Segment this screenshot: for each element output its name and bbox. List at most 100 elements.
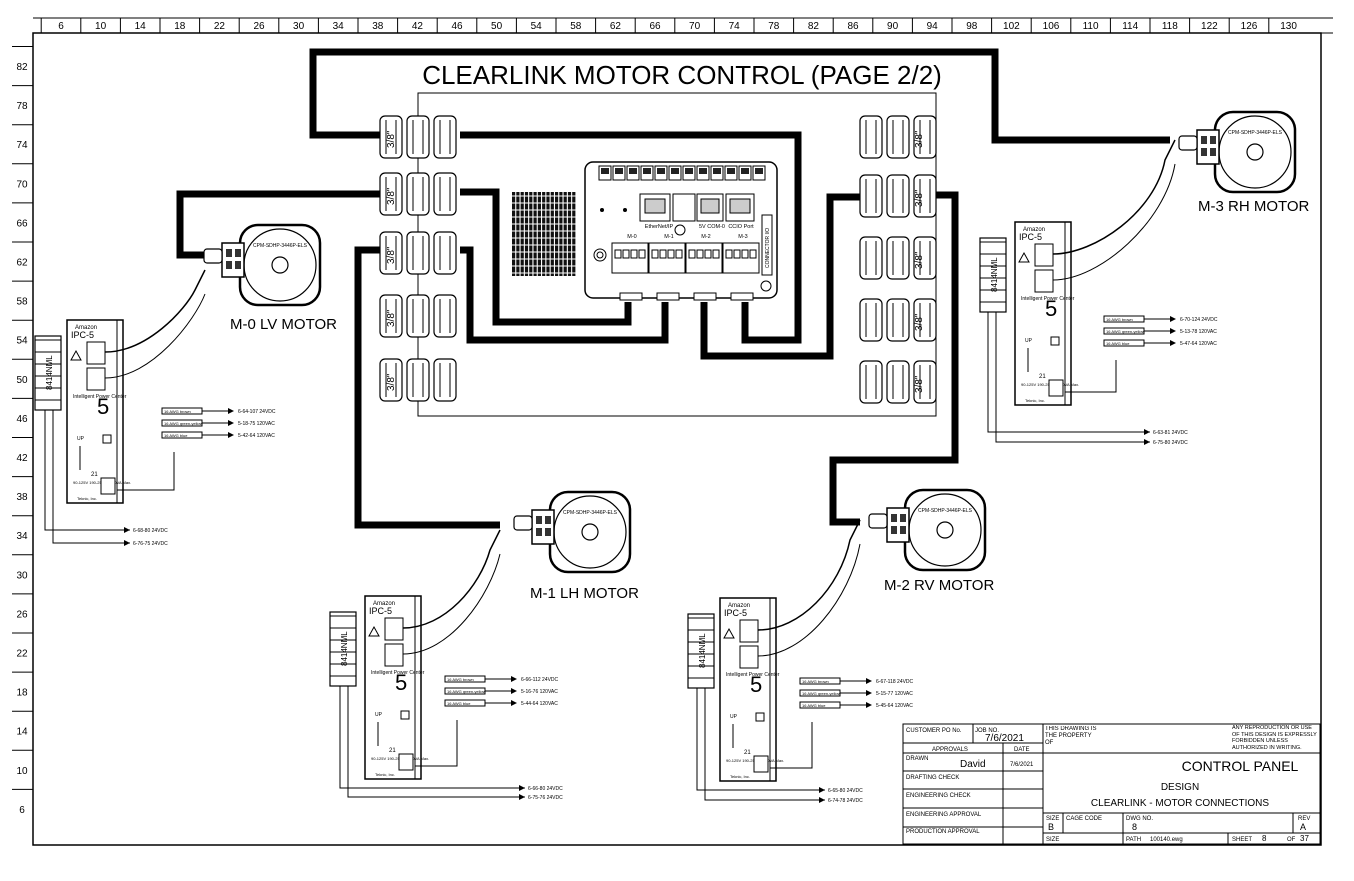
ruler-left-label: 42 [16, 453, 28, 464]
motor-power-cable [1052, 163, 1176, 281]
gland-nut [859, 236, 883, 280]
motor-model: CPM-SDHP-3446P-ELS [918, 508, 973, 514]
ccio-jack [729, 198, 751, 214]
ruler-top-label: 18 [174, 21, 186, 32]
motor-port-pin [749, 249, 757, 259]
ruler-top-label: 10 [95, 21, 107, 32]
connector-pin [900, 526, 906, 534]
gland-size-label: 3/8" [914, 189, 925, 207]
dc-wire [347, 686, 525, 798]
cable-ctrl-m3 [460, 131, 802, 344]
wire-label: 16 AWG green-yellow [447, 689, 486, 694]
dc-ref: 6-66-80 24VDC [528, 786, 563, 792]
wire-label: 16 AWG brown [164, 409, 191, 414]
ipc-maker: Teknic, Inc. [1025, 398, 1045, 403]
ruler-top-label: 106 [1043, 21, 1060, 32]
motor-power-cable [104, 269, 206, 353]
gland-nut [406, 115, 430, 159]
tb-project: CONTROL PANEL [1182, 758, 1299, 774]
terminal-block [542, 192, 546, 276]
ruler-top-label: 70 [689, 21, 701, 32]
ruler-left-label: 18 [16, 688, 28, 699]
dc-wire [995, 312, 1150, 443]
gland-nut [433, 172, 457, 216]
ruler-top-label: 86 [847, 21, 859, 32]
tb-rev: A [1300, 822, 1306, 832]
connector-pin [235, 261, 241, 269]
ref-arrow-icon [124, 540, 130, 546]
controller-motor-ports [611, 242, 760, 301]
fan-module [979, 237, 1007, 313]
wire-ref: 6-64-107 24VDC [238, 409, 276, 415]
warning-icon [1018, 251, 1030, 263]
terminal-block [563, 192, 567, 276]
gland-size-label: 3/8" [914, 313, 925, 331]
motor-cable-clip [730, 292, 754, 301]
connector-pin [235, 249, 241, 257]
motor-cable-clip [656, 292, 680, 301]
ruler-top-label: 34 [333, 21, 345, 32]
wire-ref: 5-47-64 120VAC [1180, 341, 1217, 347]
wire-label: 16 AWG brown [447, 677, 474, 682]
ruler-left-label: 50 [16, 375, 28, 386]
ipc-maker: Teknic, Inc. [730, 774, 750, 779]
dc-wire [339, 686, 525, 789]
tb-drawing: CLEARLINK - MOTOR CONNECTIONS [1091, 798, 1269, 809]
connector-pin [226, 249, 232, 257]
wire-ref: 5-16-76 120VAC [521, 689, 558, 695]
io-terminal-screw [727, 168, 735, 174]
fan-module [687, 613, 715, 689]
ipc-maker: Teknic, Inc. [77, 496, 97, 501]
terminal-block [516, 192, 520, 276]
motor-port-pin [675, 249, 683, 259]
ipc-model: IPC-5 [1019, 232, 1042, 242]
ipc-terminal-top [1034, 243, 1054, 267]
connector-pin [536, 528, 542, 536]
dc-ref: 6-74-78 24VDC [828, 798, 863, 804]
ipc-brand: Amazon [1023, 227, 1045, 233]
ruler-top-label: 98 [966, 21, 978, 32]
warning-icon [723, 627, 735, 639]
ruler-left-label: 66 [16, 218, 28, 229]
cable-gland: 3/8" [379, 115, 457, 159]
ipc-terminal-mid [384, 643, 404, 667]
ccio-label: CCIO Port [728, 224, 754, 230]
ruler-left-label: 62 [16, 258, 28, 269]
gland-size-label: 3/8" [386, 246, 397, 264]
connector-pin [1210, 148, 1216, 156]
ipc-terminal-mid [739, 645, 759, 669]
ipc-led [755, 712, 765, 722]
io-terminal-screw [601, 168, 609, 174]
ipc-terminal-mid [86, 367, 106, 391]
motor-model: CPM-SDHP-3446P-ELS [563, 510, 618, 516]
ipc-21: 21 [389, 748, 396, 754]
wire-ref: 5-44-64 120VAC [521, 701, 558, 707]
terminal-block [567, 192, 572, 276]
motor-connector [531, 509, 555, 545]
io-terminal-screw [671, 168, 679, 174]
ipc-num: 5 [1045, 296, 1057, 321]
controller-screw-1 [600, 208, 604, 212]
clearlink-controller: EtherNet/IP 5V COM-0 CCIO Port M-0 M-1 M… [584, 161, 778, 301]
wire-ref: 5-18-75 120VAC [238, 421, 275, 427]
m1-port-label: M-1 [664, 234, 673, 240]
io-terminal-screw [713, 168, 721, 174]
terminal-block [512, 192, 516, 276]
gland-nut [433, 231, 457, 275]
ruler-left-label: 78 [16, 101, 28, 112]
ruler-top-label: 22 [214, 21, 226, 32]
ipc-num: 5 [395, 670, 407, 695]
page-title: CLEARLINK MOTOR CONTROL (PAGE 2/2) [422, 60, 942, 90]
ruler-top-label: 94 [927, 21, 939, 32]
terminal-block [559, 192, 563, 276]
gland-nut [406, 358, 430, 402]
tb-property-box: THIS DRAWING IS THE PROPERTY OF [1045, 726, 1096, 746]
fan-module [329, 611, 357, 687]
ref-arrow-icon [1170, 316, 1176, 322]
wire-label: 16 AWG brown [1106, 317, 1133, 322]
ruler-top-label: 82 [808, 21, 820, 32]
tb-drawn-date: 7/6/2021 [1010, 762, 1034, 768]
wire-ref: 5-42-64 120VAC [238, 433, 275, 439]
